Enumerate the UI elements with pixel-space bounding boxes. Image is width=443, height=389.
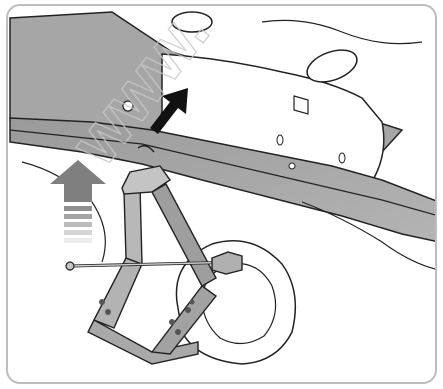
illustration-frame: www. <box>6 4 437 384</box>
bolt-2 <box>289 163 295 169</box>
illustration-canvas: www. <box>8 6 437 384</box>
underbody-line-3 <box>262 20 422 43</box>
lift-direction-arrow-icon <box>50 160 106 243</box>
